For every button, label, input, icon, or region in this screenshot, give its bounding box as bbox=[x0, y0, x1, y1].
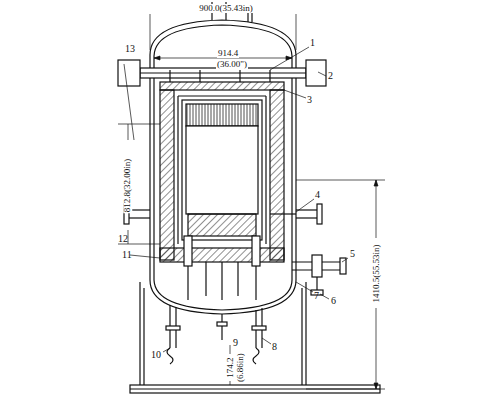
callout-number: 10 bbox=[150, 350, 162, 360]
callout-number: 3 bbox=[306, 95, 313, 105]
callout-number: 4 bbox=[314, 190, 321, 200]
callout-number: 13 bbox=[124, 44, 136, 54]
callout-number: 8 bbox=[271, 342, 278, 352]
dimension-text: 900.0(35.43in) bbox=[198, 4, 254, 13]
dimension-text: 174.2 bbox=[226, 356, 235, 378]
callout-number: 1 bbox=[309, 38, 316, 48]
callout-number: 11 bbox=[121, 250, 133, 260]
dimension-text: 812.8(32.00in) bbox=[124, 157, 133, 213]
dimension-text: 1410.5(55.53in) bbox=[372, 243, 381, 303]
callout-number: 9 bbox=[232, 338, 239, 348]
dimension-text: 914.4 bbox=[217, 49, 239, 58]
callout-number: 12 bbox=[117, 234, 129, 244]
callout-number: 6 bbox=[330, 296, 337, 306]
callout-number: 7 bbox=[313, 291, 320, 301]
dimension-text: (6.86in) bbox=[236, 352, 245, 383]
callout-number: 5 bbox=[349, 249, 356, 259]
dimension-text: (36.00") bbox=[216, 60, 248, 69]
callout-number: 2 bbox=[327, 71, 334, 81]
